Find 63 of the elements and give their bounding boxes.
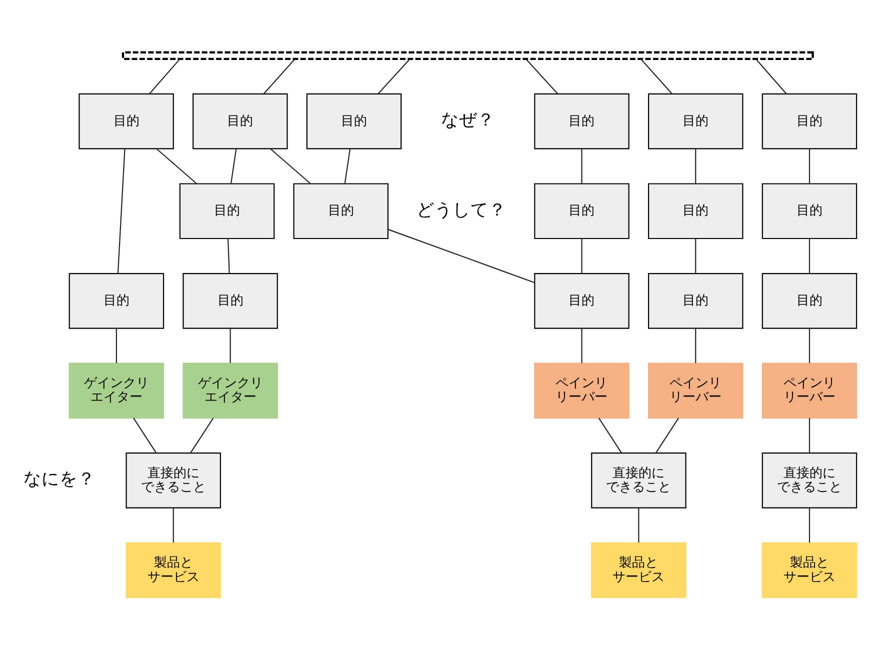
node-band xyxy=(122,51,814,60)
connector xyxy=(808,238,810,274)
connector xyxy=(581,238,582,274)
node-box: ゲインクリエイター xyxy=(68,362,164,419)
node-box: 目的 xyxy=(648,183,744,240)
node-box: ペインリリーバー xyxy=(648,362,744,419)
node-box: 直接的にできること xyxy=(591,452,686,508)
connector xyxy=(230,328,231,364)
connector xyxy=(526,58,558,94)
connector xyxy=(117,149,126,274)
node-box: 目的 xyxy=(68,273,164,329)
node-box: 目的 xyxy=(534,273,630,329)
connector xyxy=(598,418,622,454)
connector xyxy=(378,58,410,94)
node-box: 目的 xyxy=(762,93,858,150)
node-box: 目的 xyxy=(762,273,858,329)
connector xyxy=(808,328,810,364)
connector xyxy=(656,418,679,454)
node-box: 直接的にできること xyxy=(762,452,858,508)
connector xyxy=(190,418,214,454)
connector xyxy=(638,508,640,543)
connector xyxy=(156,148,197,184)
connector xyxy=(695,238,696,274)
node-box: 製品とサービス xyxy=(126,542,221,598)
node-box: 目的 xyxy=(179,183,275,240)
node-box: 目的 xyxy=(648,273,744,329)
node-box: 製品とサービス xyxy=(591,542,686,598)
label: なにを？ xyxy=(24,470,96,490)
node-box: 目的 xyxy=(182,273,278,329)
connector xyxy=(148,58,180,94)
connector xyxy=(581,148,582,184)
label: なぜ？ xyxy=(440,110,495,131)
connector xyxy=(808,148,810,184)
connector xyxy=(116,328,117,364)
connector xyxy=(388,228,535,284)
connector xyxy=(133,418,157,454)
connector xyxy=(227,238,230,274)
label: どうして？ xyxy=(416,200,506,220)
node-box: ゲインクリエイター xyxy=(182,362,278,419)
node-box: ペインリリーバー xyxy=(762,362,858,419)
connector xyxy=(581,328,582,364)
node-box: 目的 xyxy=(306,93,402,150)
connector xyxy=(808,508,810,543)
connector xyxy=(270,148,311,184)
connector xyxy=(695,328,696,364)
node-box: 目的 xyxy=(534,93,630,150)
connector xyxy=(344,148,351,184)
node-box: 目的 xyxy=(534,183,630,240)
node-box: 製品とサービス xyxy=(762,542,858,598)
node-box: 目的 xyxy=(192,93,288,150)
node-box: 目的 xyxy=(762,183,858,240)
connector xyxy=(695,148,696,184)
node-box: 目的 xyxy=(293,183,389,240)
connector xyxy=(755,58,787,94)
connector xyxy=(640,58,672,94)
connector xyxy=(263,58,296,94)
connector xyxy=(808,418,810,453)
connector xyxy=(172,508,174,543)
node-box: 直接的にできること xyxy=(126,452,221,508)
connector xyxy=(230,148,237,184)
node-box: 目的 xyxy=(648,93,744,150)
node-box: 目的 xyxy=(78,93,174,150)
node-box: ペインリリーバー xyxy=(534,362,630,419)
